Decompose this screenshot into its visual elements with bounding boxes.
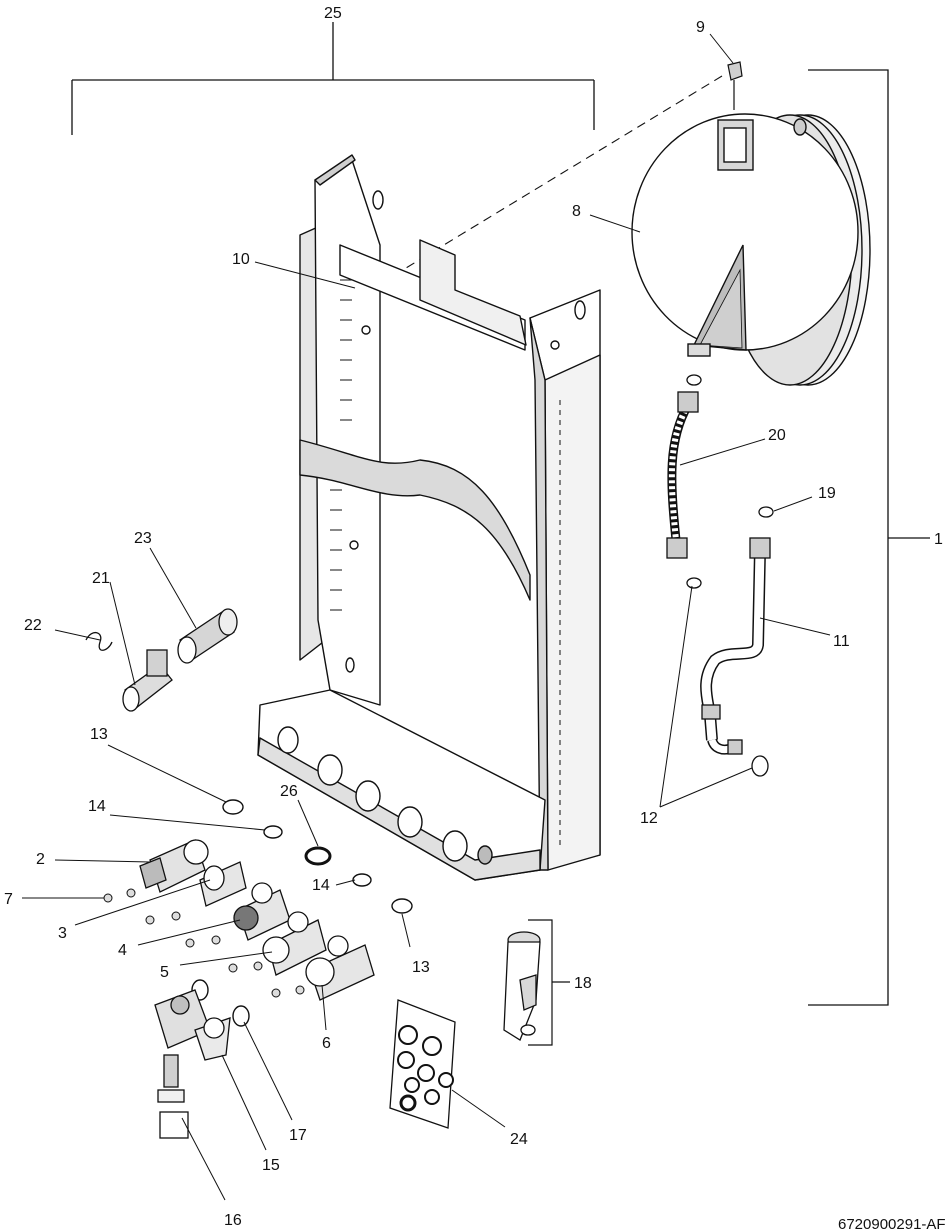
washers-upper [686, 374, 774, 777]
seal-kit-24 [389, 999, 456, 1129]
label-1: 1 [934, 531, 943, 548]
valve-6 [305, 935, 375, 1001]
label-11: 11 [833, 633, 850, 650]
pipe-11 [700, 537, 771, 755]
label-12: 12 [640, 810, 658, 827]
label-23: 23 [134, 530, 152, 547]
label-21: 21 [92, 570, 110, 587]
bracket-25 [71, 22, 595, 135]
valve-2 [139, 839, 209, 893]
drain-funnel-18 [503, 931, 541, 1041]
label-20: 20 [768, 427, 786, 444]
label-5: 5 [160, 964, 169, 981]
label-24: 24 [510, 1131, 528, 1148]
label-9: 9 [696, 19, 705, 36]
label-22: 22 [24, 617, 42, 634]
label-13-upper: 13 [90, 726, 108, 743]
flex-hose-20 [666, 391, 699, 559]
valve-5 [262, 911, 327, 976]
label-14-lower: 14 [312, 877, 330, 894]
washers-middle [191, 799, 413, 1027]
valve-assembly-15 [154, 989, 231, 1061]
label-3: 3 [58, 925, 67, 942]
label-18: 18 [574, 975, 592, 992]
expansion-vessel [631, 113, 871, 386]
label-2: 2 [36, 851, 45, 868]
label-25: 25 [324, 5, 342, 22]
label-16: 16 [224, 1212, 242, 1229]
label-7: 7 [4, 891, 13, 908]
bracket-1 [808, 69, 930, 1006]
sensor-16 [157, 1054, 189, 1139]
screws [103, 888, 305, 998]
clip-9 [727, 61, 743, 110]
label-15: 15 [262, 1157, 280, 1174]
label-8: 8 [572, 203, 581, 220]
label-10: 10 [232, 251, 250, 268]
label-19: 19 [818, 485, 836, 502]
mounting-frame [257, 154, 601, 881]
label-26: 26 [280, 783, 298, 800]
fitting-21-22-23 [85, 608, 238, 712]
leader-lines [22, 33, 831, 1201]
drawing-reference: 6720900291-AF [838, 1216, 946, 1230]
label-17: 17 [289, 1127, 307, 1144]
valve-4 [233, 882, 291, 941]
part-labels: 25 9 8 10 1 20 19 11 12 23 21 22 13 26 1… [4, 5, 943, 1229]
label-13-lower: 13 [412, 959, 430, 976]
label-4: 4 [118, 942, 127, 959]
label-14-upper: 14 [88, 798, 106, 815]
valve-3 [199, 861, 247, 907]
label-6: 6 [322, 1035, 331, 1052]
